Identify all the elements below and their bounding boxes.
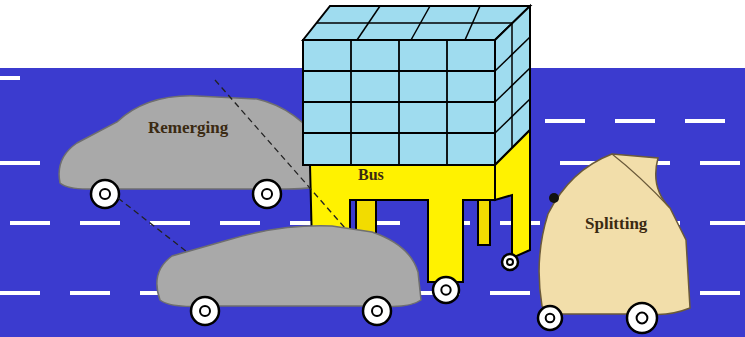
van-body [539, 154, 690, 314]
window-frame [303, 101, 495, 103]
window-frame [303, 132, 495, 134]
bus-front-windows [303, 40, 495, 165]
hubcap [262, 189, 272, 199]
wheel [502, 254, 518, 270]
wheel [363, 297, 391, 325]
car-outline [55, 88, 335, 213]
bus-body [310, 165, 495, 285]
dashed-guide [118, 198, 255, 305]
vehicle-label: Splitting [585, 214, 647, 234]
bus-shape: Bus [298, 0, 538, 305]
bus-drawing [303, 6, 530, 303]
car-shape: Remerging [55, 88, 335, 213]
car-body [157, 226, 421, 307]
hubcap [546, 314, 555, 323]
hubcap [507, 259, 513, 265]
wheel [538, 306, 562, 330]
hubcap [637, 313, 648, 324]
wheel [253, 180, 281, 208]
bus-body-side [495, 130, 530, 258]
headlight [549, 193, 559, 203]
bus-roof [303, 6, 530, 40]
vehicle-label: Bus [358, 166, 384, 184]
van-shape: Splitting [530, 148, 700, 337]
wheel [627, 303, 657, 333]
lane-dash [545, 119, 745, 123]
window-frame [511, 23, 513, 148]
wheel [91, 180, 119, 208]
car-drawing [59, 96, 329, 208]
wheel [433, 277, 459, 303]
hubcap [200, 306, 210, 316]
lane-dash [0, 76, 20, 80]
van-drawing [538, 154, 690, 333]
hubcap [100, 189, 110, 199]
van-outline [530, 148, 700, 337]
wheel [191, 297, 219, 325]
hubcap [372, 306, 382, 316]
window-frame [316, 22, 513, 24]
car-body [59, 96, 329, 189]
window-frame [303, 70, 495, 72]
hubcap [441, 285, 450, 294]
vehicle-label: Remerging [148, 118, 228, 138]
van-line [612, 154, 670, 208]
bus-rear-leg [356, 200, 376, 255]
bus-rear-leg [478, 200, 490, 245]
bus-outline [298, 0, 538, 305]
